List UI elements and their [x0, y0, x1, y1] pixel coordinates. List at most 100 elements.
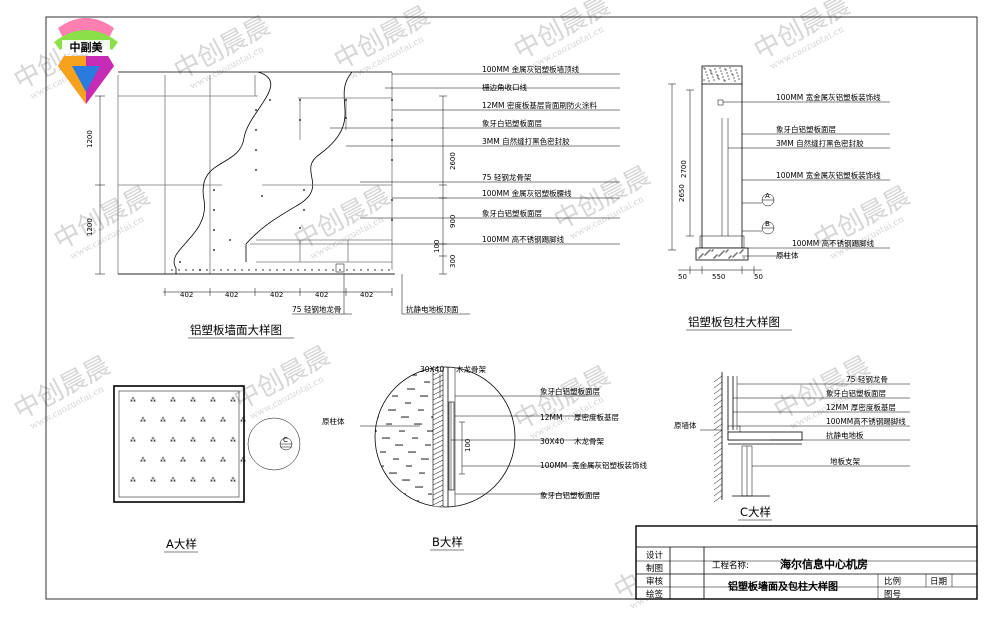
detail-c-label-1: 75 轻钢龙骨	[846, 374, 888, 384]
svg-text:⁂: ⁂	[160, 417, 166, 424]
detail-b-label-4: 象牙白铝塑板面层	[540, 386, 600, 396]
svg-text:⁂: ⁂	[170, 477, 176, 484]
detail-b-label-5: 12MM	[540, 413, 563, 422]
svg-text:⁂: ⁂	[180, 417, 186, 424]
svg-text:⁂: ⁂	[190, 397, 196, 404]
svg-text:⁂: ⁂	[190, 437, 196, 444]
col-label-6: 原柱体	[776, 250, 799, 260]
logo: 中副美	[54, 18, 118, 104]
svg-text:⁂: ⁂	[160, 457, 166, 464]
col-marker-a: A	[765, 192, 770, 200]
detail-b-label-10: 宽金属灰铝塑板装饰线	[572, 460, 647, 470]
col-marker-b: B	[765, 220, 770, 228]
svg-text:⁂: ⁂	[240, 417, 246, 424]
detail-c-label-3: 12MM 厚密度板基层	[826, 402, 896, 412]
tb-project-label: 工程名称:	[712, 560, 749, 571]
svg-text:⁂: ⁂	[220, 417, 226, 424]
col-dim-2650: 2650	[678, 184, 686, 202]
dim-402-1: 402	[180, 291, 193, 299]
wall-break-line	[173, 71, 272, 274]
col-label-3: 3MM 自然缝打黑色密封胶	[776, 138, 864, 148]
detail-b-label-7: 30X40	[540, 437, 564, 446]
col-label-1: 100MM 宽金属灰铝塑板装饰线	[776, 92, 881, 102]
detail-a-title: A大样	[166, 537, 197, 551]
svg-text:⁂: ⁂	[230, 437, 236, 444]
wall-label-9: 100MM 高不锈钢踢脚线	[482, 234, 565, 244]
wall-label-5: 3MM 自然缝打黑色密封胶	[482, 136, 570, 146]
dim-402-4: 402	[315, 291, 328, 299]
dim-300: 300	[449, 255, 457, 268]
tb-number-label: 图号	[884, 590, 901, 600]
col-dim-2700: 2700	[680, 160, 688, 178]
wall-label-8: 象牙白铝塑板面层	[482, 208, 542, 218]
detail-b-label-9: 100MM	[540, 461, 567, 470]
detail-b-label-1: 30X40	[420, 365, 444, 374]
column-detail: 2700 2650 50 550 50 A B	[668, 65, 890, 331]
detail-a: ⁂⁂⁂⁂⁂⁂⁂⁂⁂⁂⁂⁂⁂⁂⁂⁂⁂⁂⁂⁂⁂⁂⁂⁂⁂⁂⁂⁂⁂⁂ C A大样	[113, 385, 301, 553]
wall-detail-title: 铝塑板墙面大样图	[190, 323, 282, 337]
svg-text:⁂: ⁂	[150, 477, 156, 484]
detail-b-label-2: 木龙骨架	[456, 364, 486, 374]
detail-b-dim: 100	[464, 439, 472, 452]
logo-text: 中副美	[70, 40, 104, 54]
wall-label-1: 100MM 金属灰铝塑板墙顶线	[482, 64, 580, 74]
svg-text:⁂: ⁂	[140, 457, 146, 464]
detail-c-title: C大样	[740, 505, 771, 519]
detail-b-label-3: 原柱体	[322, 416, 345, 426]
svg-text:⁂: ⁂	[190, 477, 196, 484]
svg-text:⁂: ⁂	[200, 417, 206, 424]
col-label-5: 100MM 高不锈钢踢脚线	[792, 238, 875, 248]
svg-text:⁂: ⁂	[240, 457, 246, 464]
detail-b-label-6: 厚密度板基层	[574, 412, 619, 422]
detail-c-label-4: 100MM高不锈钢踢脚线	[826, 416, 906, 426]
col-dim-550: 550	[712, 273, 725, 281]
col-dim-50-right: 50	[754, 273, 763, 281]
wall-bottom-label-1: 75 轻钢地龙骨	[292, 304, 341, 314]
svg-text:⁂: ⁂	[170, 397, 176, 404]
detail-b-label-11: 象牙白铝塑板面层	[540, 490, 600, 500]
tb-project-name: 海尔信息中心机房	[780, 557, 868, 571]
svg-text:⁂: ⁂	[220, 457, 226, 464]
detail-b: 100 30X40 木龙骨架 原柱体 象牙白铝塑板面层 12MM 厚密度板基层 …	[322, 364, 647, 551]
detail-b-title: B大样	[432, 535, 463, 549]
wall-label-2: 栅边角收口线	[482, 82, 527, 92]
svg-text:⁂: ⁂	[230, 477, 236, 484]
drawing-frame	[45, 16, 978, 600]
detail-c-label-5: 原墙体	[674, 420, 697, 430]
svg-text:⁂: ⁂	[140, 417, 146, 424]
svg-text:⁂: ⁂	[230, 397, 236, 404]
tb-row-design: 设计	[646, 550, 664, 561]
tb-row-sign: 绘签	[646, 589, 664, 600]
detail-a-marker: C	[283, 436, 288, 444]
col-label-2: 象牙白铝塑板面层	[776, 124, 836, 134]
svg-text:⁂: ⁂	[180, 457, 186, 464]
dim-402-2: 402	[225, 291, 238, 299]
svg-text:⁂: ⁂	[210, 437, 216, 444]
title-block: 设计 制图 审核 绘签 工程名称: 海尔信息中心机房 铝塑板墙面及包柱大样图 比…	[635, 525, 978, 600]
wall-bottom-label-2: 抗静电地板顶面	[406, 304, 459, 314]
dim-1200-bottom: 1200	[86, 218, 94, 236]
tb-date-label: 日期	[930, 577, 947, 587]
dim-2600: 2600	[449, 152, 457, 170]
svg-text:⁂: ⁂	[170, 437, 176, 444]
detail-b-label-8: 木龙骨架	[574, 436, 604, 446]
svg-text:⁂: ⁂	[130, 397, 136, 404]
dim-100: 100	[433, 240, 441, 253]
wall-label-4: 象牙白铝塑板面层	[482, 118, 542, 128]
column-detail-title: 铝塑板包柱大样图	[688, 315, 780, 329]
wall-break-line-2	[245, 71, 353, 262]
svg-text:⁂: ⁂	[150, 437, 156, 444]
col-label-4: 100MM 宽金属灰铝塑板装饰线	[776, 170, 881, 180]
svg-text:⁂: ⁂	[210, 397, 216, 404]
col-dim-50-left: 50	[678, 273, 687, 281]
